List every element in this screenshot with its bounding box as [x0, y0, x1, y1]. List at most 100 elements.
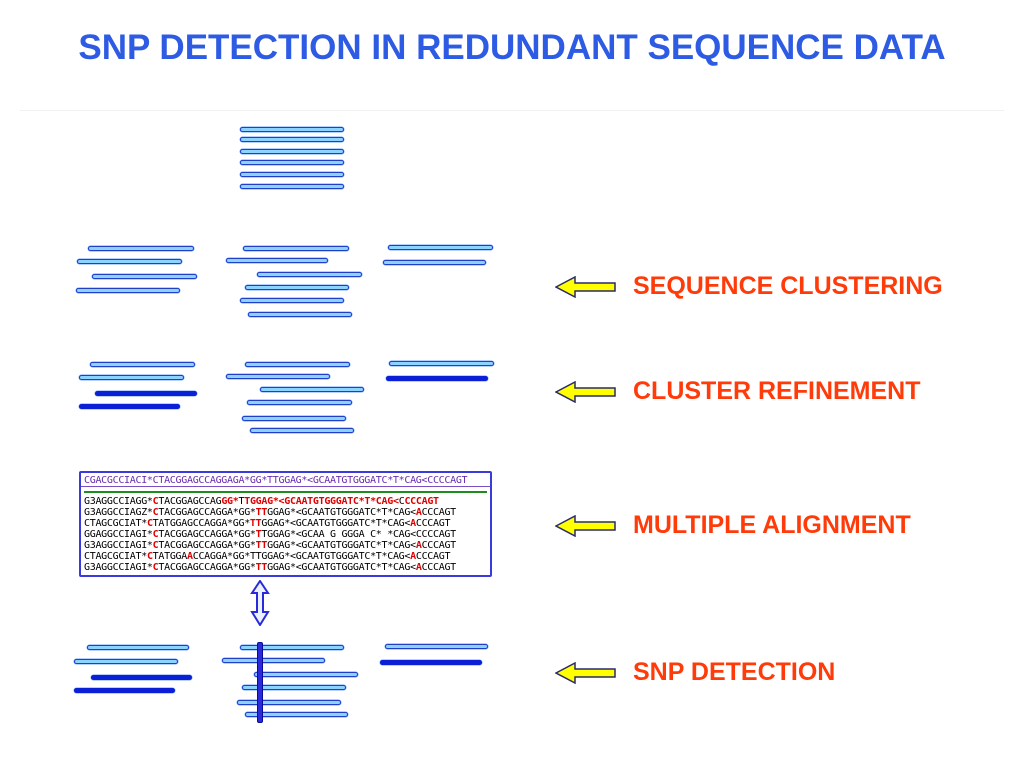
snp-base: A [410, 551, 416, 562]
sequence-read [240, 645, 344, 650]
sequence-read [242, 685, 346, 690]
sequence-segment: T [238, 496, 245, 507]
snp-base: C [152, 496, 159, 507]
sequence-read [385, 644, 488, 649]
sequence-read [79, 375, 184, 380]
alignment-row: CTAGCGCIAT*CTATGGAACCAGGA*GG*TTGGAG*<GCA… [81, 551, 490, 562]
snp-base: T [255, 529, 262, 540]
snp-base: TT [249, 518, 262, 529]
snp-base: C [152, 540, 159, 551]
sequence-read [247, 400, 352, 405]
sequence-segment: CCCAGT [421, 562, 457, 573]
refined-sequence-read [386, 376, 488, 381]
left-arrow-icon [555, 381, 616, 403]
sequence-segment: TACGGAGCCAGGA*GG* [158, 562, 256, 573]
sequence-segment: TACGGAGCCAGGA*GG* [158, 529, 256, 540]
snp-base: GG* [221, 496, 239, 507]
sequence-read [240, 149, 344, 154]
snp-base: A [410, 518, 416, 529]
sequence-read [76, 288, 180, 293]
sequence-read [240, 298, 344, 303]
alignment-row: CTAGCGCIAT*CTATGGAGCCAGGA*GG*TTGGAG*<GCA… [81, 518, 490, 529]
sequence-segment: G3AGGCCIAGG* [84, 496, 153, 507]
sequence-read [245, 285, 349, 290]
sequence-read [87, 645, 189, 650]
sequence-read [222, 658, 325, 663]
snp-base: TT [255, 540, 268, 551]
sequence-segment: GGAG*<GCAATGTGGGATC*T*CAG< [267, 540, 416, 551]
sequence-read [226, 258, 328, 263]
step-label-cluster-refinement: CLUSTER REFINEMENT [633, 377, 921, 405]
sequence-segment: GGAG*<GCAATGTGGGATC*T*CAG< [261, 518, 411, 529]
sequence-read [383, 260, 486, 265]
snp-base: C [146, 518, 153, 529]
sequence-segment: CCCAGT [415, 518, 451, 529]
snp-base: C [152, 529, 159, 540]
refined-sequence-read [79, 404, 180, 409]
sequence-read [388, 245, 493, 250]
sequence-segment: CCCAGT [421, 540, 457, 551]
sequence-read [245, 712, 348, 717]
sequence-read [240, 137, 344, 142]
sequence-read [90, 362, 195, 367]
refined-sequence-read [95, 391, 197, 396]
slide-title: SNP DETECTION IN REDUNDANT SEQUENCE DATA [78, 28, 946, 67]
sequence-segment: GGAGGCCIAGI* [84, 529, 153, 540]
alignment-row: GGAGGCCIAGI*CTACGGAGCCAGGA*GG*TTGGAG*<GC… [81, 529, 490, 540]
left-arrow-icon [555, 662, 616, 684]
alignment-rows: G3AGGCCIAGG*CTACGGAGCCAGGG*TTGGAG*<GCAAT… [81, 496, 490, 573]
sequence-segment: TATGGAGCCAGGA*GG* [152, 518, 251, 529]
snp-base: A [415, 507, 422, 518]
sequence-segment: TACGGAGCCAG [158, 496, 222, 507]
snp-base: TT [255, 507, 268, 518]
alignment-row: G3AGGCCIAGG*CTACGGAGCCAGGG*TTGGAG*<GCAAT… [81, 496, 490, 507]
sequence-read [88, 246, 194, 251]
sequence-segment: GGAG*<GCAATGTGGGATC*T*CAG< [267, 507, 416, 518]
sequence-read [243, 246, 349, 251]
alignment-separator [84, 491, 487, 493]
sequence-read [240, 160, 344, 165]
sequence-segment: TACGGAGCCAGGA*GG* [158, 507, 256, 518]
sequence-segment: C [398, 496, 405, 507]
multiple-alignment-panel: CGACGCCIACI*CTACGGAGCCAGGAGA*GG*TTGGAG*<… [79, 471, 492, 577]
sequence-read [74, 659, 178, 664]
snp-base: C [152, 562, 159, 573]
sequence-read [254, 672, 358, 677]
snp-base: CCCAGT [404, 496, 439, 507]
snp-base: C [152, 507, 159, 518]
sequence-segment: CCCAGT [415, 551, 451, 562]
sequence-segment: G3AGGCCIAGI* [84, 540, 153, 551]
sequence-read [260, 387, 364, 392]
sequence-segment: CTAGCGCIAT* [84, 551, 147, 562]
left-arrow-icon [555, 276, 616, 298]
snp-base: A [415, 562, 422, 573]
title-divider [20, 110, 1004, 111]
sequence-segment: TACGGAGCCAGGA*GG* [158, 540, 256, 551]
snp-base: A [415, 540, 422, 551]
alignment-row: G3AGGCCIAGZ*CTACGGAGCCAGGA*GG*TTGGAG*<GC… [81, 507, 490, 518]
sequence-read [240, 184, 344, 189]
snp-position-marker [257, 642, 263, 723]
left-arrow-icon [555, 515, 616, 537]
step-label-multiple-alignment: MULTIPLE ALIGNMENT [633, 511, 911, 539]
sequence-segment: GGAG*<GCAATGTGGGATC*T*CAG< [267, 562, 416, 573]
sequence-read [237, 700, 341, 705]
alignment-consensus: CGACGCCIACI*CTACGGAGCCAGGAGA*GG*TTGGAG*<… [81, 473, 490, 487]
step-label-sequence-clustering: SEQUENCE CLUSTERING [633, 272, 943, 300]
sequence-read [240, 172, 344, 177]
sequence-read [226, 374, 330, 379]
sequence-segment: G3AGGCCIAGI* [84, 562, 153, 573]
alignment-row: G3AGGCCIAGI*CTACGGAGCCAGGA*GG*TTGGAG*<GC… [81, 540, 490, 551]
sequence-segment: CCCAGT [421, 507, 457, 518]
snp-base: A [187, 551, 193, 562]
sequence-read [248, 312, 352, 317]
snp-base: TT [255, 562, 268, 573]
sequence-segment: TGGAG*<GCAA G GGGA C* *CAG<CCCCAGT [261, 529, 456, 540]
sequence-segment: TATGGA [152, 551, 188, 562]
snp-base: C [146, 551, 153, 562]
sequence-segment: CCAGGA*GG*TTGGAG*<GCAATGTGGGATC*T*CAG< [192, 551, 411, 562]
step-label-snp-detection: SNP DETECTION [633, 658, 836, 686]
sequence-read [389, 361, 494, 366]
alignment-row: G3AGGCCIAGI*CTACGGAGCCAGGA*GG*TTGGAG*<GC… [81, 562, 490, 573]
